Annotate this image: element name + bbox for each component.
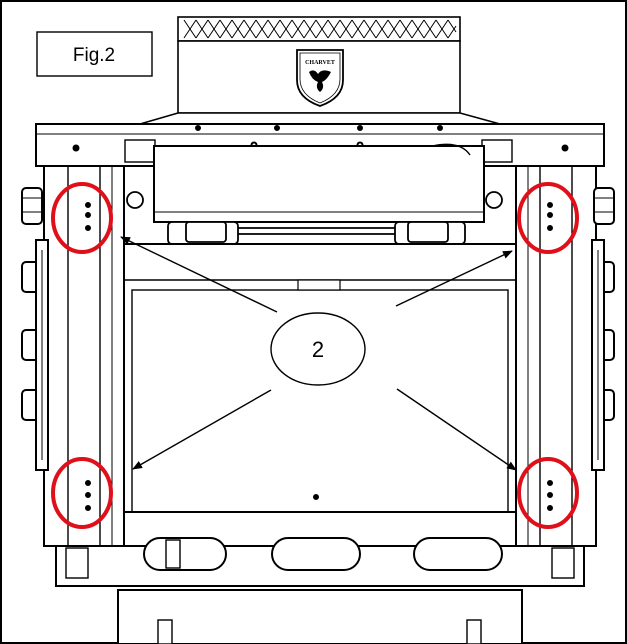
arrow-top-right — [395, 250, 513, 307]
base-slot-center — [271, 537, 361, 571]
brand-label: CHARVET — [305, 60, 335, 66]
flue-base — [139, 112, 501, 125]
charvet-logo: CHARVET — [296, 49, 344, 107]
callout-number: 2 — [312, 337, 324, 362]
arrow-top-left — [120, 236, 278, 313]
arrow-bottom-right — [396, 388, 517, 471]
figure-label-box: Fig.2 — [36, 31, 153, 77]
oven-chamber — [123, 243, 517, 551]
callout-bubble: 2 — [270, 312, 366, 386]
flue-cap-pattern — [183, 19, 457, 39]
burner-housing — [153, 145, 485, 223]
right-knob-top — [593, 187, 615, 225]
highlight-top-left — [51, 182, 113, 254]
callout-arrows — [120, 236, 517, 471]
figure-label: Fig.2 — [73, 45, 115, 66]
left-knob-top — [21, 187, 43, 225]
base-slot-right — [413, 537, 503, 571]
right-column — [515, 165, 615, 560]
base-plinth — [117, 589, 523, 644]
arrow-bottom-left — [132, 389, 272, 470]
highlight-markers — [51, 182, 579, 529]
burner-connectors — [126, 191, 503, 245]
highlight-top-right — [517, 182, 579, 254]
highlight-bottom-left — [51, 457, 113, 529]
oven-base — [55, 537, 585, 644]
top-frame — [35, 123, 605, 223]
base-slot-left — [143, 537, 227, 571]
highlight-bottom-right — [517, 457, 579, 529]
